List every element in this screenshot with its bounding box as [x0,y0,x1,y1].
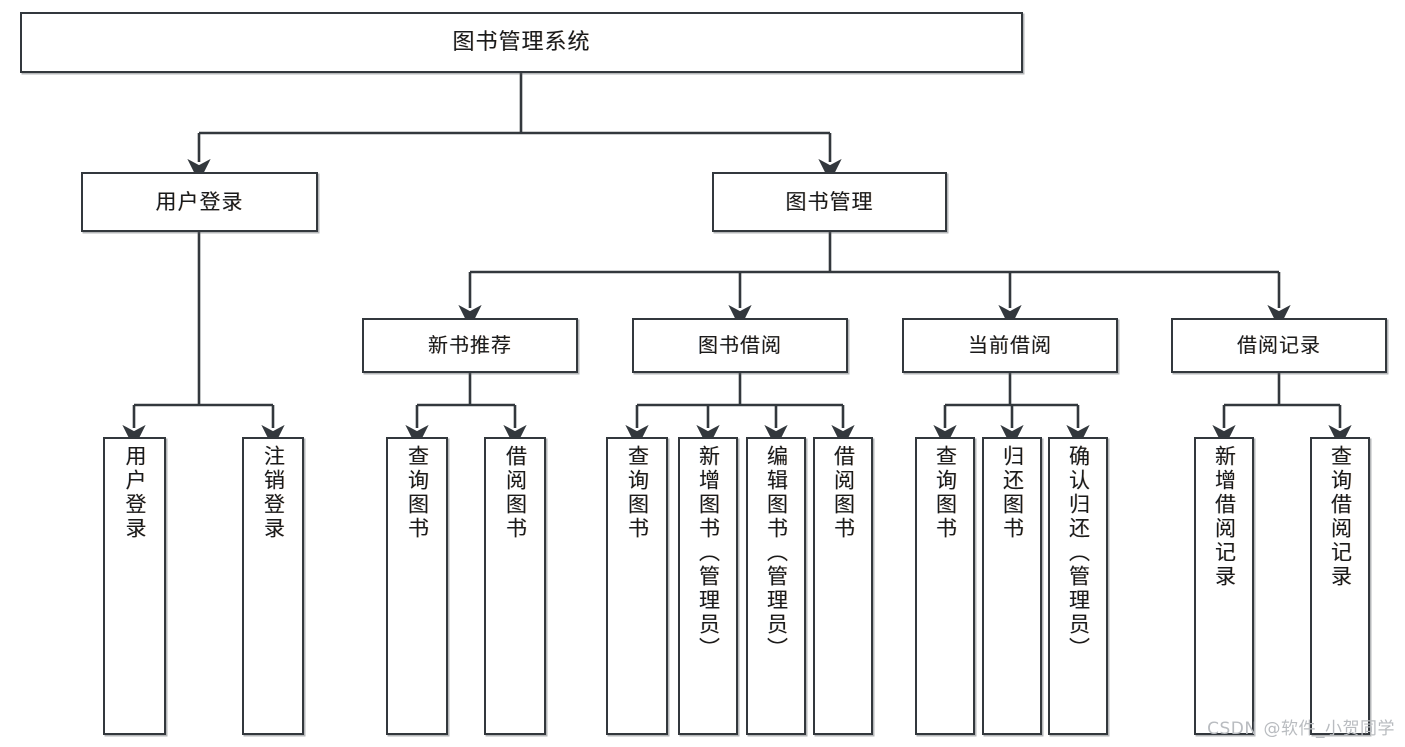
node-leaf-confirm-return-admin[interactable]: 确认归还（管理员） [1048,437,1108,735]
node-label: 当前借阅 [968,333,1052,357]
node-label: 新增借阅记录 [1212,445,1237,589]
node-leaf-borrow-book-new[interactable]: 借阅图书 [484,437,546,735]
node-label: 借阅图书 [831,445,856,541]
node-leaf-edit-book-admin[interactable]: 编辑图书（管理员） [746,437,806,735]
node-leaf-logout[interactable]: 注销登录 [242,437,304,735]
node-leaf-query-book-current[interactable]: 查询图书 [915,437,975,735]
node-label: 借阅记录 [1237,333,1321,357]
node-leaf-query-borrow-record[interactable]: 查询借阅记录 [1310,437,1370,735]
node-leaf-user-login[interactable]: 用户登录 [103,437,166,735]
node-label: 新增图书（管理员） [696,445,721,661]
node-label: 借阅图书 [503,445,528,541]
node-user-login[interactable]: 用户登录 [81,172,318,232]
node-label: 编辑图书（管理员） [764,445,789,661]
node-leaf-add-book-admin[interactable]: 新增图书（管理员） [678,437,738,735]
node-label: 查询借阅记录 [1328,445,1353,589]
node-leaf-add-borrow-record[interactable]: 新增借阅记录 [1194,437,1254,735]
node-current-borrow[interactable]: 当前借阅 [902,318,1118,373]
node-label: 图书借阅 [698,333,782,357]
node-label: 查询图书 [405,445,430,541]
node-borrow-records[interactable]: 借阅记录 [1171,318,1387,373]
node-label: 新书推荐 [428,333,512,357]
node-label: 查询图书 [625,445,650,541]
node-leaf-lend-book[interactable]: 借阅图书 [813,437,873,735]
node-leaf-return-book[interactable]: 归还图书 [982,437,1042,735]
node-label: 图书管理 [785,189,874,214]
node-label: 用户登录 [155,189,244,214]
node-label: 查询图书 [933,445,958,541]
node-label: 归还图书 [1000,445,1025,541]
node-leaf-query-book-new[interactable]: 查询图书 [386,437,448,735]
node-new-book-recommend[interactable]: 新书推荐 [362,318,578,373]
node-book-borrow[interactable]: 图书借阅 [632,318,848,373]
node-leaf-query-book[interactable]: 查询图书 [606,437,668,735]
node-book-management[interactable]: 图书管理 [712,172,947,232]
node-label: 注销登录 [261,445,286,541]
node-label: 用户登录 [123,445,147,541]
node-root-system[interactable]: 图书管理系统 [20,12,1023,73]
node-label: 图书管理系统 [452,29,591,55]
node-label: 确认归还（管理员） [1066,445,1091,661]
